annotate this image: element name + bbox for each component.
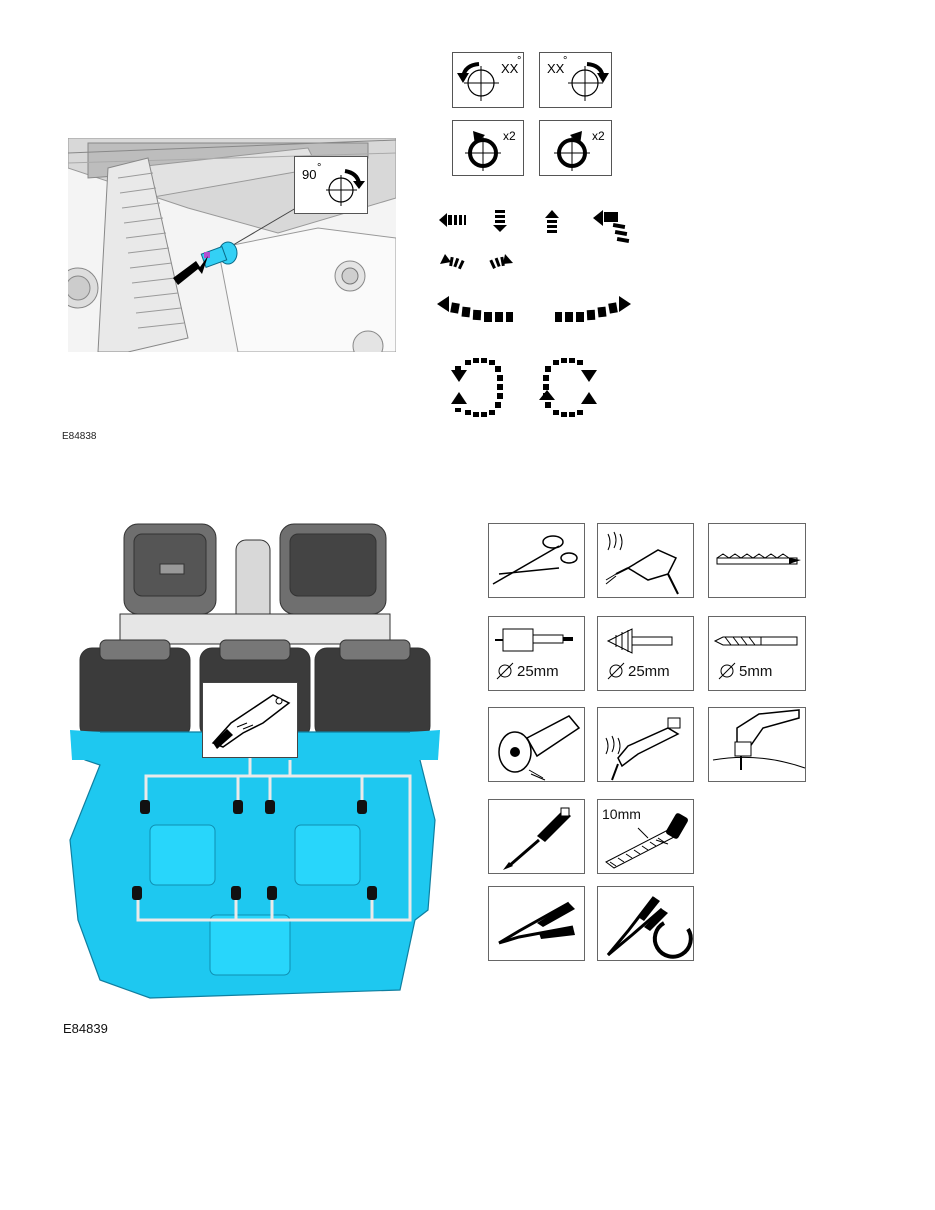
arrow-down-icon xyxy=(493,210,507,232)
arrow-bent-icon xyxy=(593,210,630,244)
step-drill-tool: 25mm xyxy=(597,616,694,691)
screwdriver-tool xyxy=(488,799,585,874)
arrow-long-curve-left-icon xyxy=(437,296,513,322)
figure-1-id: E84838 xyxy=(62,431,97,442)
circlip-pliers-tool xyxy=(597,886,694,961)
utility-knife-callout xyxy=(202,682,298,758)
hole-saw-tool: 25mm xyxy=(488,616,585,691)
hole-saw-icon xyxy=(495,628,573,680)
pliers-icon xyxy=(498,901,575,945)
hot-air-tool xyxy=(597,707,694,782)
step-drill-size: 25mm xyxy=(628,663,670,680)
arrow-up-icon xyxy=(545,210,559,233)
callout-angle-label: 90 xyxy=(302,167,317,182)
pliers-tool xyxy=(488,886,585,961)
step-drill-icon xyxy=(606,628,673,680)
figure-2-illustration xyxy=(60,520,440,1000)
clockwise-rotation-icon xyxy=(326,169,365,206)
figure-2-id: E84839 xyxy=(63,1021,108,1036)
angle-grinder-icon xyxy=(498,715,581,781)
figure-1-illustration: 90 ° xyxy=(57,137,397,362)
saw-blade-icon xyxy=(716,553,801,565)
arrow-curve-right-icon xyxy=(489,254,513,269)
saw-blade-tool xyxy=(708,523,806,598)
rotate-cw-degrees-symbol: XX ° xyxy=(539,52,612,108)
rotate-ccw-degrees-symbol: XX ° xyxy=(452,52,524,108)
turns-cw-symbol: x2 xyxy=(539,120,612,176)
file-size: 10mm xyxy=(602,806,641,822)
callout-degree-label: ° xyxy=(317,162,322,174)
highlighted-floor-panel xyxy=(69,731,436,999)
scissors-icon xyxy=(492,535,578,585)
heat-gun-tool xyxy=(597,523,694,598)
file-tool: 10mm xyxy=(597,799,694,874)
turns-ccw-symbol: x2 xyxy=(452,120,524,176)
hole-saw-size: 25mm xyxy=(517,663,559,680)
third-row-seats xyxy=(119,523,391,661)
drill-bit-tool: 5mm xyxy=(708,616,806,691)
circlip-pliers-icon xyxy=(606,896,693,959)
rotate-cw-degree: ° xyxy=(563,55,568,67)
drill-bit-icon xyxy=(713,636,798,680)
scissors-tool xyxy=(488,523,585,598)
angle-grinder-tool xyxy=(488,707,585,782)
rotate-ccw-label: XX xyxy=(501,61,519,76)
hot-air-nozzle-icon xyxy=(605,717,681,781)
power-drill-tool xyxy=(708,707,806,782)
turns-ccw-label: x2 xyxy=(503,129,516,143)
rotation-callout-box: 90 ° xyxy=(294,156,368,214)
loop-rotation-right-icon xyxy=(539,358,597,417)
rotate-cw-label: XX xyxy=(547,61,565,76)
arrow-left-icon xyxy=(439,213,466,227)
rotate-ccw-degree: ° xyxy=(517,55,522,67)
utility-knife-icon xyxy=(211,694,291,749)
screwdriver-icon xyxy=(503,807,571,870)
heat-gun-icon xyxy=(605,531,679,595)
movement-arrows-legend xyxy=(437,210,631,417)
power-drill-icon xyxy=(712,709,806,770)
arrow-curve-left-icon xyxy=(440,254,465,270)
drill-bit-size: 5mm xyxy=(739,663,773,680)
loop-rotation-left-icon xyxy=(451,358,503,417)
rear-floor-illustration xyxy=(69,523,440,999)
turns-cw-label: x2 xyxy=(592,129,605,143)
file-icon xyxy=(605,813,688,869)
arrow-long-curve-right-icon xyxy=(555,296,631,322)
